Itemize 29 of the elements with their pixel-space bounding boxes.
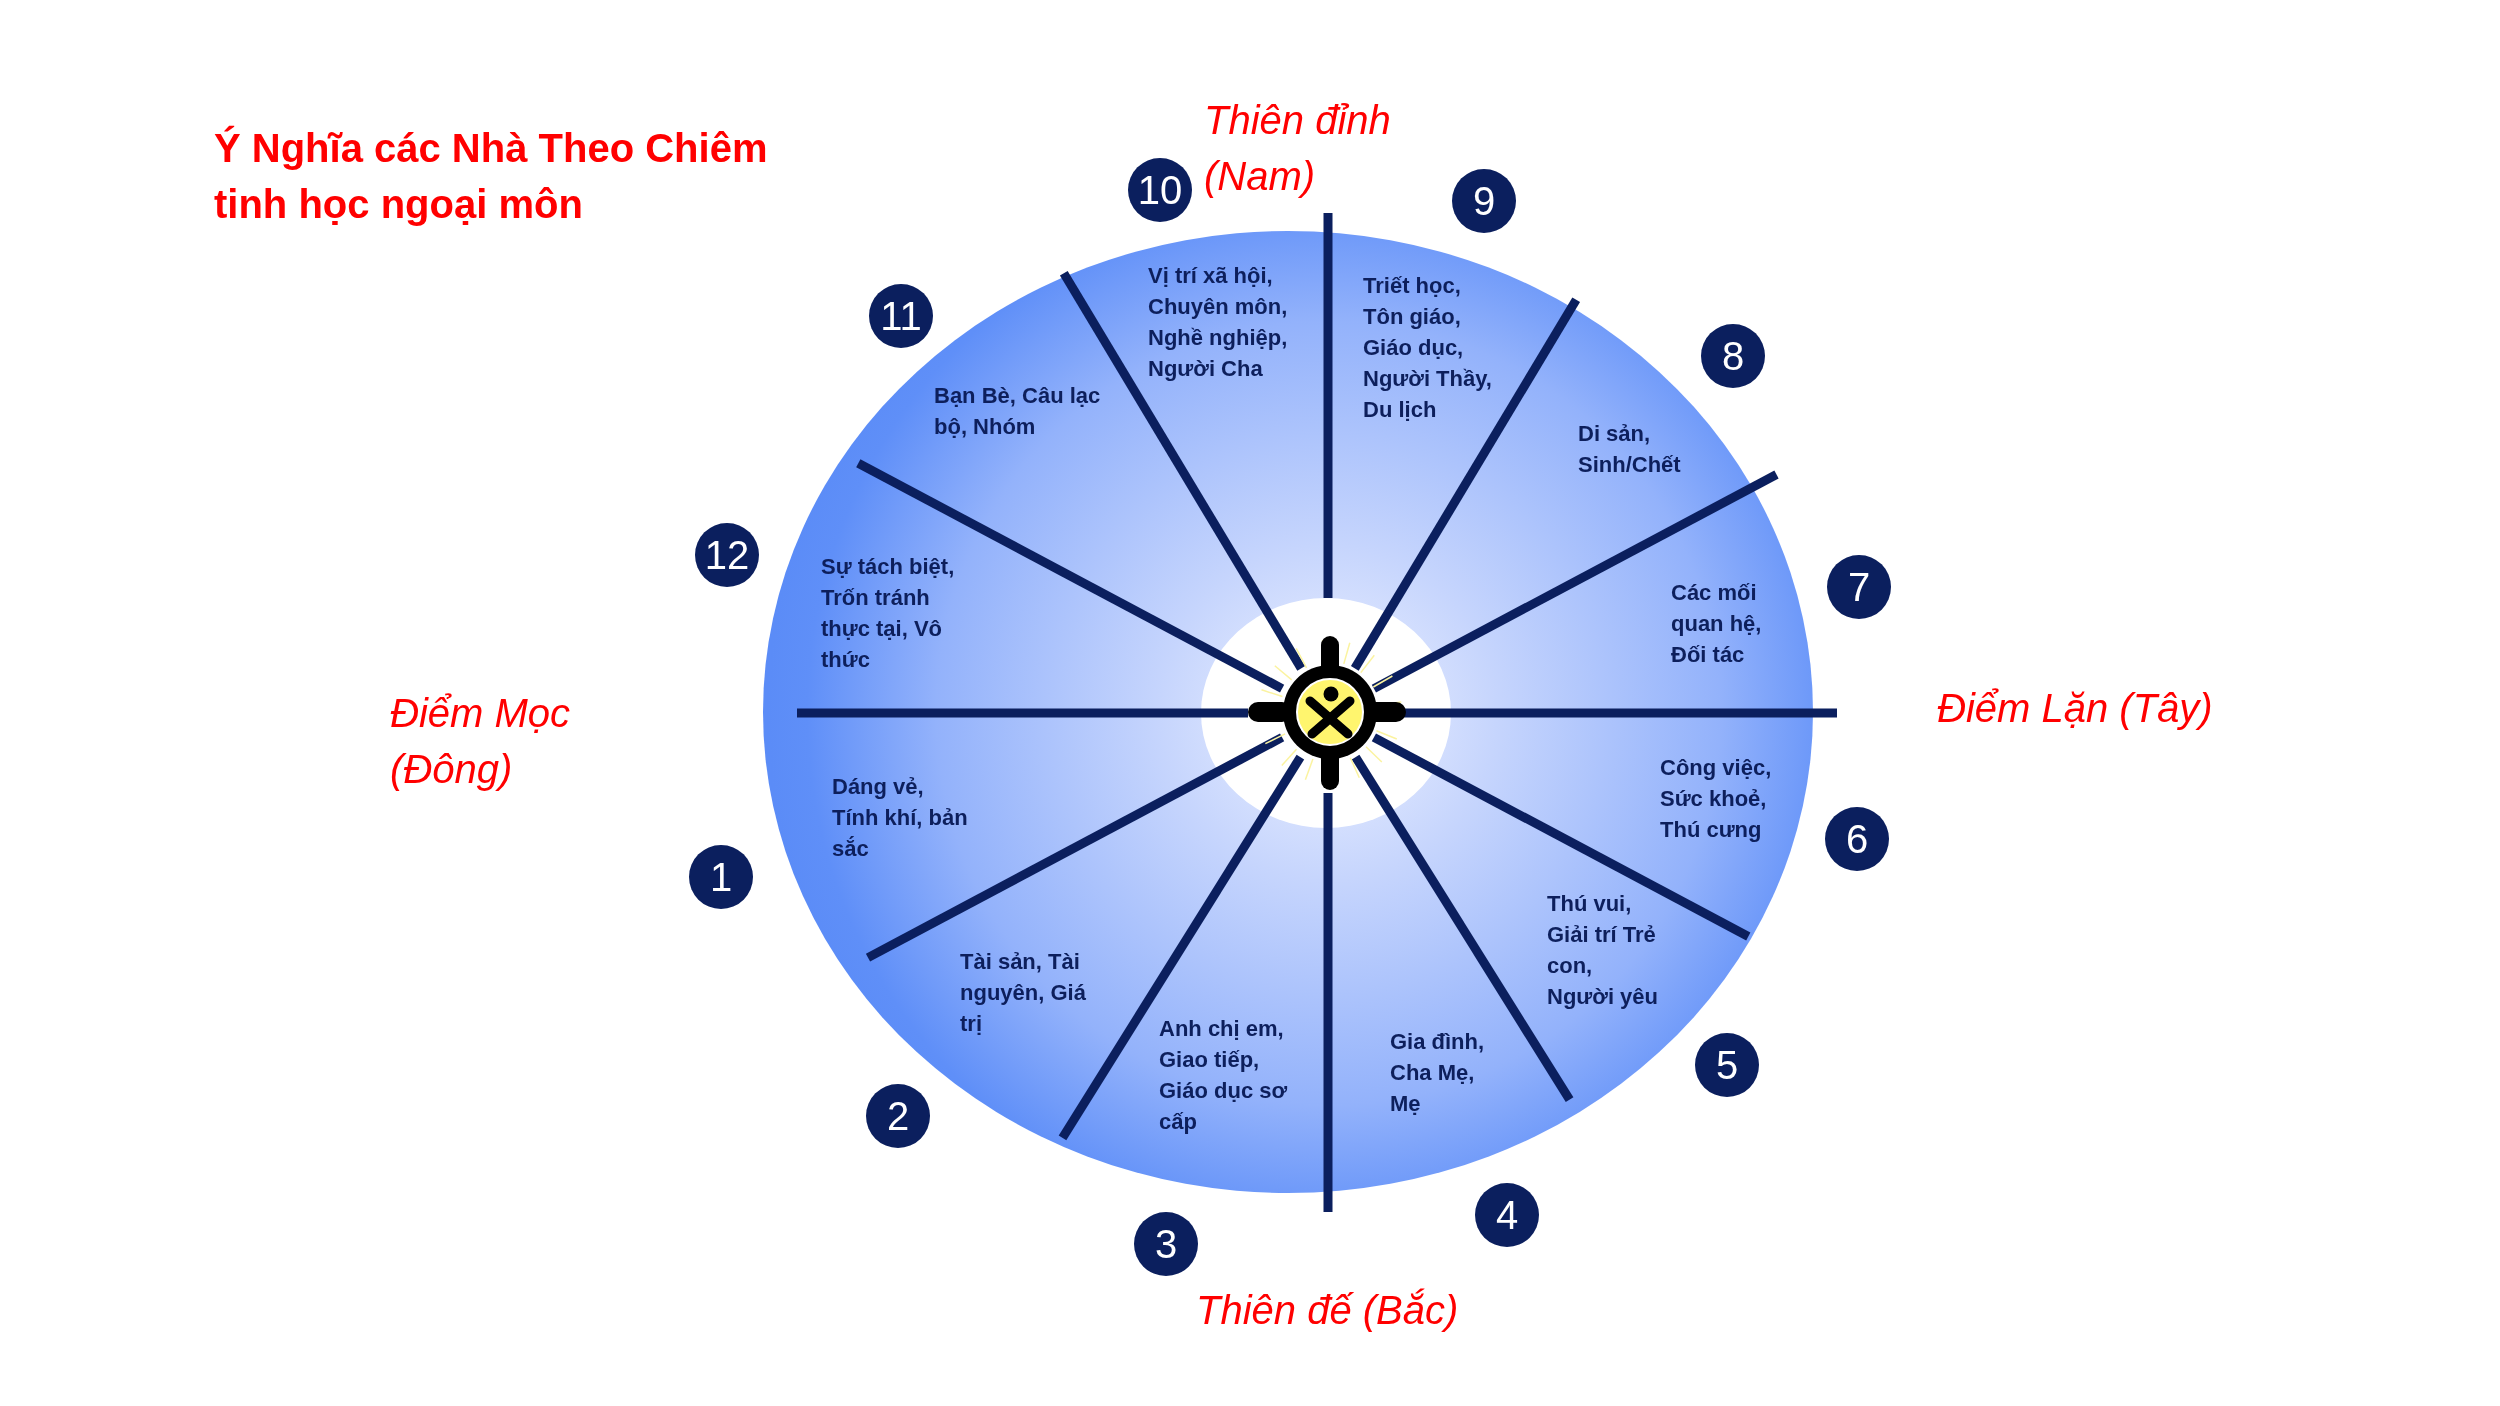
house-number-badge: 10 bbox=[1128, 158, 1192, 222]
house-meaning-text: Di sản, Sinh/Chết bbox=[1578, 418, 1693, 480]
direction-label: Điểm Mọc (Đông) bbox=[390, 690, 572, 793]
house-meaning-text: Gia đình, Cha Mẹ, Mẹ bbox=[1390, 1026, 1500, 1119]
direction-label: Thiên đế (Bắc) bbox=[1196, 1287, 1459, 1334]
house-number-badge: 7 bbox=[1827, 555, 1891, 619]
house-meaning-text: Tài sản, Tài nguyên, Giá trị bbox=[960, 946, 1100, 1039]
house-number-badge: 2 bbox=[866, 1084, 930, 1148]
house-meaning-text: Bạn Bè, Câu lạc bộ, Nhóm bbox=[934, 380, 1109, 442]
house-number-badge: 4 bbox=[1475, 1183, 1539, 1247]
title: Ý Nghĩa các Nhà Theo Chiêm tinh học ngoại môn bbox=[214, 124, 769, 228]
house-number-badge: 5 bbox=[1695, 1033, 1759, 1097]
house-meaning-text: Công việc, Sức khoẻ, Thú cưng bbox=[1660, 752, 1785, 845]
house-number-badge: 1 bbox=[689, 845, 753, 909]
house-number-badge: 9 bbox=[1452, 169, 1516, 233]
direction-label: Điểm Lặn (Tây) bbox=[1937, 685, 2213, 732]
house-number-badge: 6 bbox=[1825, 807, 1889, 871]
house-meaning-text: Các mối quan hệ, Đối tác bbox=[1671, 577, 1766, 670]
house-meaning-text: Vị trí xã hội, Chuyên môn, Nghề nghiệp, Người Cha bbox=[1148, 260, 1298, 384]
house-meaning-text: Dáng vẻ, Tính khí, bản sắc bbox=[832, 771, 972, 864]
house-meaning-text: Triết học, Tôn giáo, Giáo dục, Người Thầy, Du lịch bbox=[1363, 270, 1493, 425]
house-number-badge: 8 bbox=[1701, 324, 1765, 388]
house-number-badge: 11 bbox=[869, 284, 933, 348]
house-number-badge: 3 bbox=[1134, 1212, 1198, 1276]
house-meaning-text: Thú vui, Giải trí Trẻ con, Người yêu bbox=[1547, 888, 1660, 1012]
house-meaning-text: Sự tách biệt, Trốn tránh thực tại, Vô thức bbox=[821, 551, 961, 675]
house-meaning-text: Anh chị em, Giao tiếp, Giáo dục sơ cấp bbox=[1159, 1013, 1294, 1137]
house-number-badge: 12 bbox=[695, 523, 759, 587]
direction-label: Thiên đỉnh (Nam) bbox=[1204, 97, 1392, 200]
